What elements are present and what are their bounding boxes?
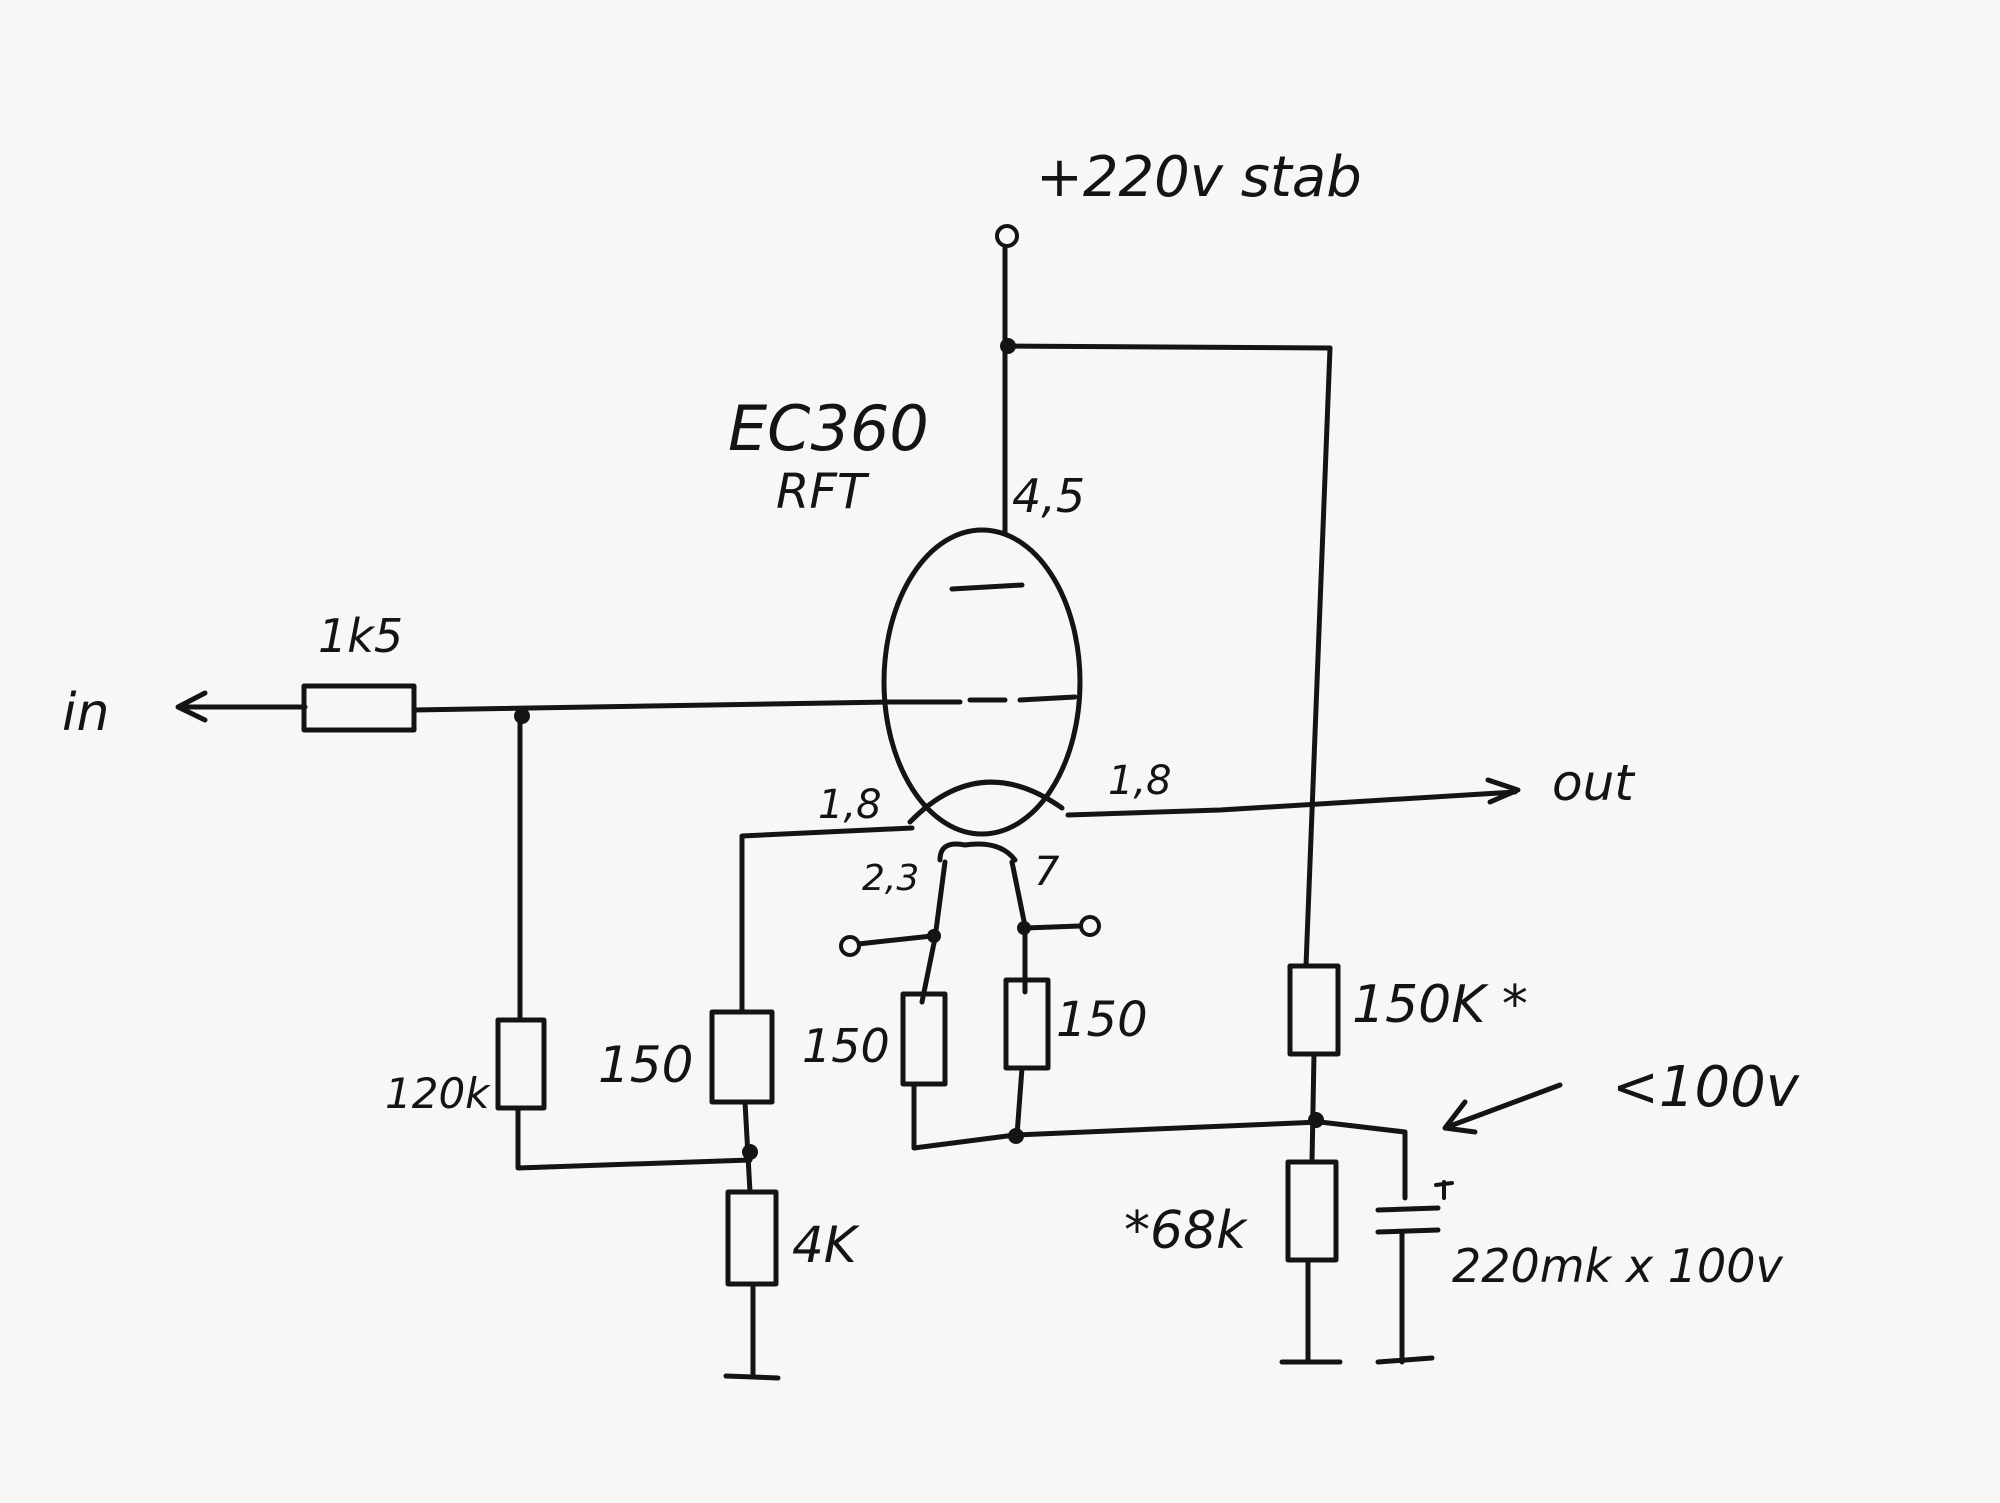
resistor-150-left-label: 150 [598, 1036, 693, 1094]
input-arrow [175, 690, 208, 723]
pin-heater-left-label: 2,3 [862, 858, 919, 899]
grid-wire [411, 699, 893, 713]
resistor-150-heater-left [900, 991, 948, 1087]
cathode-left-wire [739, 825, 915, 1015]
resistor-120k-label: 120k [385, 1069, 491, 1118]
supply-junction [1000, 338, 1016, 354]
capacitor-label: 220mk x 100v [1452, 1239, 1784, 1293]
resistor-150-heater-right-label: 150 [1056, 992, 1148, 1048]
heater-term-right-wire [1022, 923, 1083, 931]
resistor-68k-label: *68k [1124, 1201, 1248, 1261]
capacitor-plus-h [1434, 1181, 1454, 1187]
resistor-150k-label: 150K * [1352, 975, 1528, 1035]
heater-term-left-wire [855, 933, 935, 947]
supply-label: +220v stab [1036, 145, 1362, 210]
output-wire [1065, 789, 1518, 818]
output-arrow [1485, 777, 1521, 805]
heater-junction-left [927, 929, 941, 943]
resistor-150k [1287, 963, 1341, 1057]
resistor-150-heater-left-label: 150 [802, 1019, 890, 1073]
voltage-annotation: <100v [1612, 1055, 1800, 1120]
pin-cathode-left-label: 1,8 [818, 782, 882, 828]
output-label: out [1552, 754, 1636, 812]
capacitor-plate-top [1375, 1205, 1441, 1213]
resistor-68k [1285, 1159, 1339, 1263]
divider-node [1308, 1112, 1324, 1128]
tube-maker-label: RFT [776, 464, 870, 520]
resistor-1k5 [301, 683, 417, 733]
pin-cathode-right-label: 1,8 [1108, 758, 1172, 804]
resistor-150-heater-right [1003, 977, 1051, 1071]
capacitor-plate-bottom [1375, 1227, 1441, 1235]
divider-node-wire [1309, 1051, 1317, 1165]
heater-return-bus [911, 1081, 1408, 1201]
anode-plate [949, 582, 1025, 592]
cathode-arc [907, 779, 1065, 825]
supply-terminal [995, 224, 1019, 248]
heater-right-return [1014, 1065, 1025, 1138]
cathode-node [742, 1144, 758, 1160]
heater-terminal-right [1079, 915, 1101, 937]
pin-heater-right-label: 7 [1034, 849, 1060, 895]
input-label: in [62, 683, 109, 743]
ground-symbol [723, 1373, 781, 1381]
resistor-150-left [709, 1009, 775, 1105]
heater-return-node [1008, 1128, 1024, 1144]
grid-bottom-wire [515, 1105, 753, 1171]
pin-anode-label: 4,5 [1012, 469, 1085, 523]
heater-junction-right [1017, 921, 1031, 935]
heater-terminal-left [839, 935, 861, 957]
tube-type-label: EC360 [728, 392, 929, 465]
supply-rail [1002, 343, 1333, 351]
resistor-4k [725, 1189, 779, 1287]
annotation-arrowhead [1442, 1099, 1478, 1135]
heater-loop [937, 841, 1018, 863]
annotation-arrow [1447, 1082, 1563, 1129]
tube-envelope [881, 527, 1083, 837]
resistor-1k5-label: 1k5 [318, 609, 403, 663]
resistor-4k-label: 4K [792, 1216, 861, 1274]
grid-dash [1017, 694, 1078, 703]
ground-symbol [1375, 1355, 1435, 1365]
divider-wire [1303, 345, 1333, 969]
resistor-120k [495, 1017, 547, 1111]
